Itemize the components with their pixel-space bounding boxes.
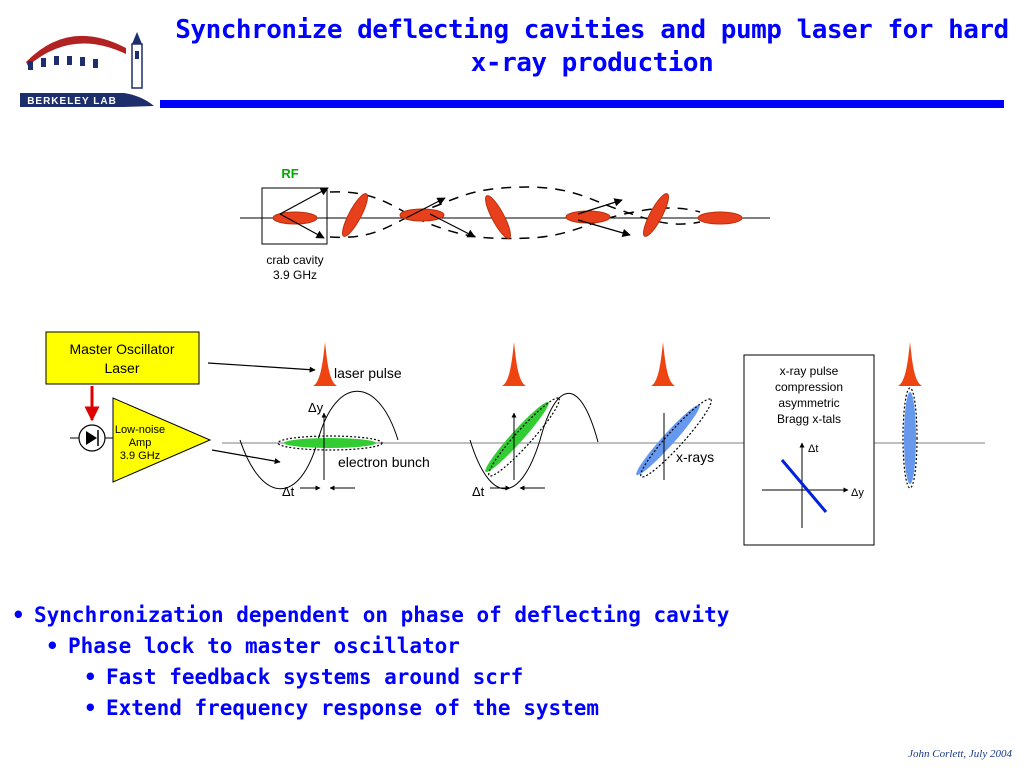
logo-swoosh [124, 93, 154, 107]
laser-pulse-4 [898, 342, 922, 386]
kick-arrow-3 [405, 197, 446, 219]
laser-arrow [207, 362, 316, 373]
rf-label: RF [281, 166, 298, 181]
bunch-red-5 [565, 210, 611, 224]
bullet-text: Fast feedback systems around scrf [106, 665, 524, 689]
bullet-item: •Extend frequency response of the system [84, 696, 600, 720]
bunch-blue-2 [904, 392, 916, 484]
amp-label-3: 3.9 GHz [120, 450, 160, 462]
amplifier-triangle [112, 397, 212, 483]
amp-label-2: Amp [129, 437, 152, 449]
xrays-label: x-rays [676, 449, 714, 465]
bunch-envelope-4 [902, 387, 918, 489]
box-dt-label: Δt [808, 443, 818, 455]
xray-box-line-1: x-ray pulse [780, 364, 839, 378]
bunch-red-6 [643, 193, 669, 237]
xray-box-line-2: compression [775, 380, 843, 394]
master-oscillator-label-1: Master Oscillator [69, 341, 174, 357]
synchronization-diagram: RF crab cavity 3.9 GHz Master Oscillator… [45, 166, 985, 546]
berkeley-lab-logo: BERKELEY LAB [20, 32, 154, 107]
laser-pulse-3 [651, 342, 675, 386]
master-oscillator-box [45, 331, 200, 385]
logo-arch [26, 35, 126, 66]
crab-cavity-label: crab cavity [266, 253, 323, 267]
footer-credit: John Corlett, July 2004 [908, 748, 1012, 760]
trajectory-lower [329, 191, 701, 240]
bullet-item: •Fast feedback systems around scrf [84, 665, 524, 689]
laser-pulse-label: laser pulse [334, 365, 402, 381]
xray-box-line-3: asymmetric [778, 396, 839, 410]
bunch-red-3 [399, 208, 445, 222]
kick-arrow-2 [279, 213, 325, 239]
trajectory-upper [329, 186, 701, 239]
bullet-item: •Synchronization dependent on phase of d… [12, 603, 730, 627]
box-dy-label: Δy [851, 487, 864, 499]
bunch-envelope-1 [277, 435, 383, 451]
kick-arrow-5 [577, 198, 623, 215]
bunch-green-1 [284, 438, 376, 448]
bunch-red-4 [485, 195, 511, 239]
kick-arrow-4 [429, 213, 476, 238]
box-compressed-line [780, 459, 828, 513]
bunch-blue-1 [636, 404, 700, 476]
slide-title: Synchronize deflecting cavities and pump… [175, 15, 1009, 78]
amp-label-1: Low-noise [115, 424, 165, 436]
bullet-list: •Synchronization dependent on phase of d… [12, 600, 912, 724]
bullet-text: Phase lock to master oscillator [68, 634, 460, 658]
bunch-green-2 [485, 401, 549, 473]
bunch-red-2 [342, 193, 368, 237]
xray-compression-box [743, 354, 875, 546]
bunch-envelope-2 [488, 397, 560, 477]
rf-wave-2 [469, 393, 599, 489]
xray-box-line-4: Bragg x-tals [777, 412, 841, 426]
logo-columns [28, 56, 98, 70]
campanile-icon [131, 32, 143, 89]
logo-text: BERKELEY LAB [27, 96, 117, 107]
bullet-text: Extend frequency response of the system [106, 696, 600, 720]
crab-cavity-frequency: 3.9 GHz [273, 268, 317, 282]
bunch-red-1 [272, 211, 318, 225]
dt-label-2: Δt [472, 484, 485, 499]
bunch-envelope-3 [640, 398, 712, 478]
laser-pulse-1 [313, 342, 337, 386]
dt-label-1: Δt [282, 484, 295, 499]
bullet-item: •Phase lock to master oscillator [46, 634, 460, 658]
title-underline-bar [160, 100, 1004, 108]
electron-bunch-label: electron bunch [338, 454, 430, 470]
dy-label: Δy [308, 400, 324, 415]
logo-banner [20, 93, 124, 107]
crab-cavity-box [261, 187, 328, 245]
kick-arrow-6 [577, 219, 631, 237]
bullet-text: Synchronization dependent on phase of de… [34, 603, 730, 627]
photodiode-triangle [86, 431, 97, 445]
master-oscillator-label-2: Laser [104, 360, 139, 376]
laser-pulse-2 [502, 342, 526, 386]
bunch-red-7 [697, 211, 743, 225]
kick-arrow-1 [279, 187, 329, 215]
